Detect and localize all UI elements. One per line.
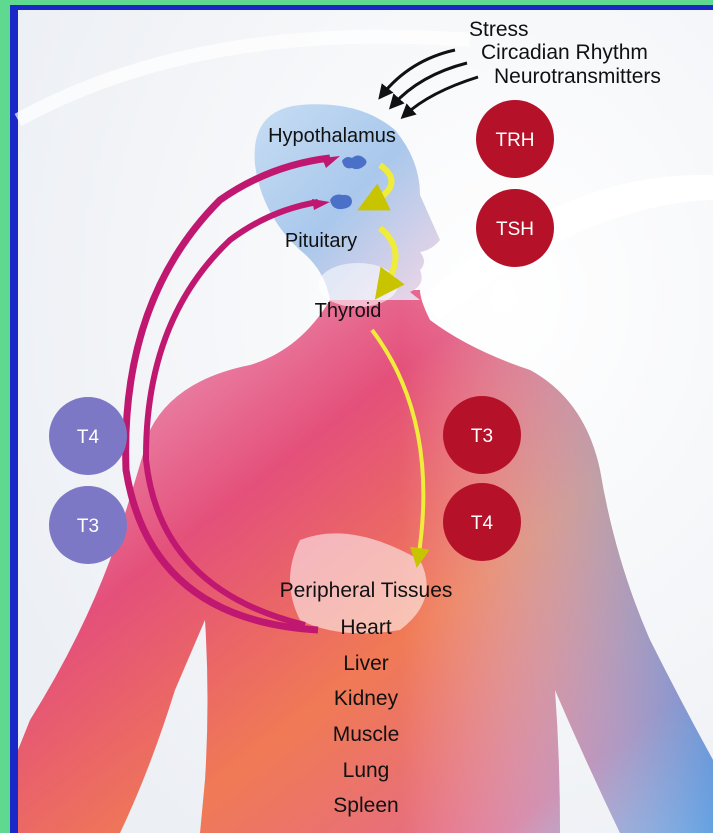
- hormone-trh-label: TRH: [495, 130, 534, 151]
- hormone-t4-left: T4: [49, 397, 127, 475]
- hormone-tsh-label: TSH: [496, 219, 534, 240]
- hormone-t3-left: T3: [49, 486, 127, 564]
- tissue-heart: Heart: [340, 616, 392, 639]
- hormone-trh: TRH: [476, 100, 554, 178]
- hormone-tsh: TSH: [476, 189, 554, 267]
- label-peripheral-tissues: Peripheral Tissues: [280, 579, 453, 602]
- input-label-stress: Stress: [469, 18, 529, 41]
- tissue-kidney: Kidney: [334, 687, 399, 710]
- tissue-spleen: Spleen: [333, 794, 398, 817]
- hormone-t4-right: T4: [443, 483, 521, 561]
- tissue-lung: Lung: [343, 759, 390, 782]
- tissue-liver: Liver: [343, 652, 389, 675]
- label-pituitary: Pituitary: [285, 230, 357, 252]
- hormone-t3-left-label: T3: [77, 516, 99, 537]
- hormone-t4-left-label: T4: [77, 427, 100, 448]
- hormone-t3-right-label: T3: [471, 426, 493, 447]
- label-thyroid: Thyroid: [315, 300, 382, 322]
- hormone-t4-right-label: T4: [471, 513, 494, 534]
- input-label-circadian: Circadian Rhythm: [481, 41, 648, 64]
- hormone-t3-right: T3: [443, 396, 521, 474]
- input-label-neurotransmitters: Neurotransmitters: [494, 65, 661, 88]
- label-hypothalamus: Hypothalamus: [268, 125, 396, 147]
- tissue-muscle: Muscle: [333, 723, 400, 746]
